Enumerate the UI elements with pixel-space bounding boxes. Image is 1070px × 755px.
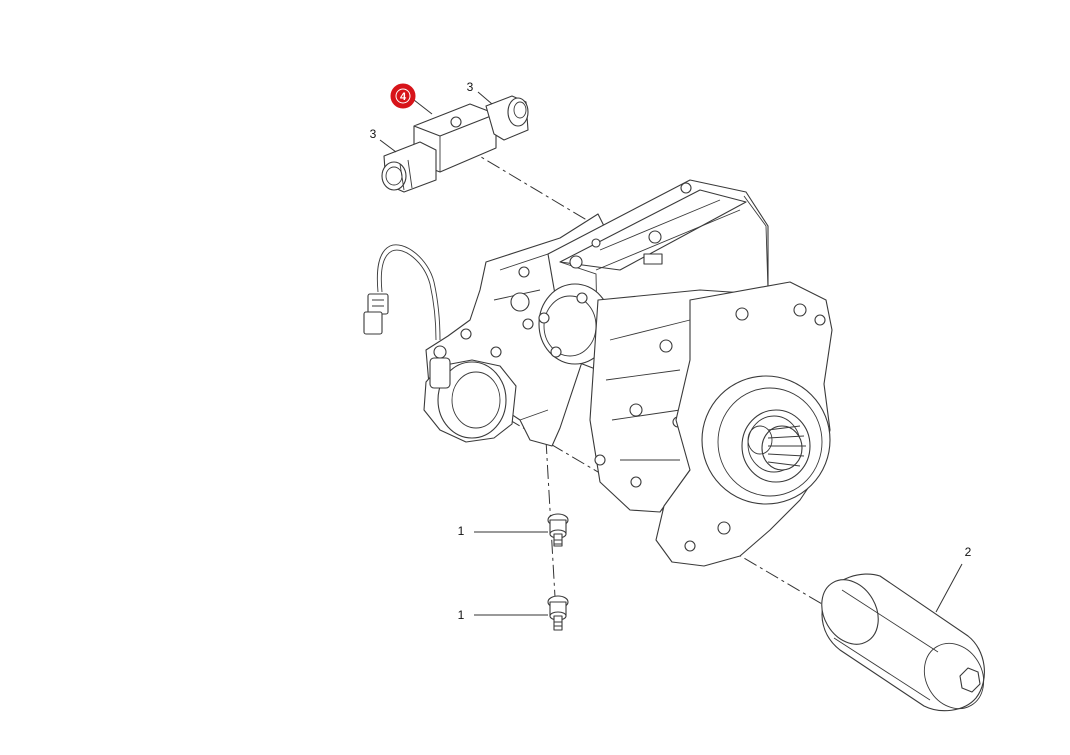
callout-2[interactable]: 2 bbox=[965, 545, 972, 559]
plug-fitting-lower bbox=[547, 595, 569, 631]
filter-cartridge bbox=[821, 573, 985, 712]
callout-4-badge-ring bbox=[395, 88, 411, 104]
callout-1-upper[interactable]: 1 bbox=[458, 524, 465, 538]
callout-4-badge bbox=[390, 83, 416, 109]
leader-lines bbox=[379, 91, 963, 616]
solenoid-valve bbox=[381, 95, 529, 193]
callout-3-upper[interactable]: 3 bbox=[467, 80, 474, 94]
callout-3-left[interactable]: 3 bbox=[370, 127, 377, 141]
callout-1-lower[interactable]: 1 bbox=[458, 608, 465, 622]
plug-fitting-upper bbox=[547, 513, 569, 547]
hydraulic-pump-assembly bbox=[423, 179, 833, 567]
speed-sensor-cable bbox=[363, 244, 441, 341]
callout-4-highlight[interactable]: 4 bbox=[390, 83, 416, 109]
callout-4-label: 4 bbox=[400, 91, 407, 103]
